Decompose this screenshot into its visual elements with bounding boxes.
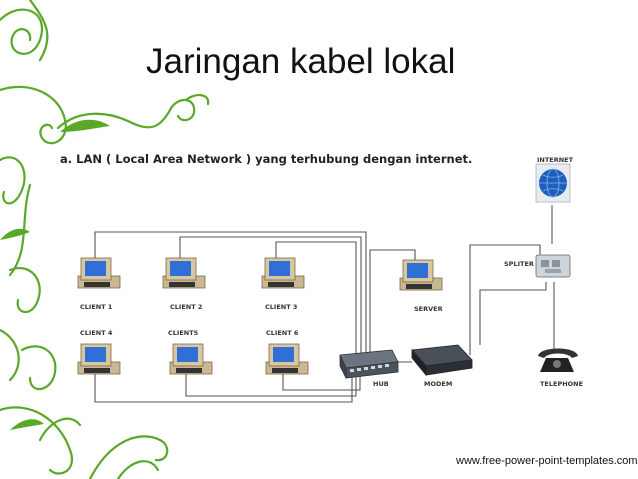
footer-url: www.free-power-point-templates.com — [456, 455, 638, 467]
modem-icon — [411, 344, 473, 377]
internet-globe-icon — [535, 163, 571, 203]
computer-icon — [77, 257, 121, 289]
internet-label: INTERNET — [537, 156, 574, 164]
client-1-label: CLIENT 1 — [80, 303, 113, 311]
cables — [94, 205, 555, 403]
client-6-label: CLIENT 6 — [266, 329, 299, 337]
diagram-caption: a. LAN ( Local Area Network ) yang terhu… — [60, 152, 473, 166]
computer-icon — [265, 343, 309, 375]
computer-icon — [169, 343, 213, 375]
telephone-label: TELEPHONE — [540, 380, 584, 388]
server-label: SERVER — [414, 305, 443, 313]
hub-label: HUB — [373, 380, 389, 388]
hub-icon — [339, 349, 399, 379]
client-4-label: CLIENT 4 — [80, 329, 113, 337]
client-3-label: CLIENT 3 — [265, 303, 298, 311]
server-icon — [399, 259, 443, 291]
computer-icon — [77, 343, 121, 375]
spliter-label: SPLITER — [504, 260, 534, 268]
client-2-label: CLIENT 2 — [170, 303, 203, 311]
telephone-icon — [538, 348, 578, 372]
client-5-label: CLIENT5 — [168, 329, 199, 337]
splitter-icon — [535, 254, 571, 278]
modem-label: MODEM — [424, 380, 453, 388]
computer-icon — [261, 257, 305, 289]
slide-title: Jaringan kabel lokal — [146, 42, 456, 81]
computer-icon — [162, 257, 206, 289]
